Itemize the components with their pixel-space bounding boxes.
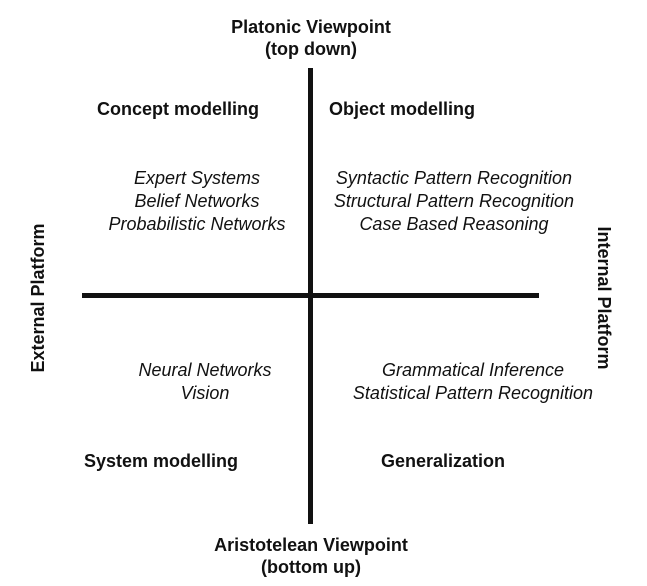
quadrant-title-generalization: Generalization bbox=[381, 451, 506, 471]
bottom-axis-title-line1: Aristotelean Viewpoint bbox=[214, 535, 408, 555]
topic-item: Case Based Reasoning bbox=[359, 214, 549, 234]
quadrant-topics-bottom-left: Neural Networks Vision bbox=[110, 359, 300, 405]
topic-item: Belief Networks bbox=[134, 191, 260, 211]
topic-item: Probabilistic Networks bbox=[108, 214, 286, 234]
horizontal-axis-line bbox=[82, 293, 539, 298]
top-axis-title: Platonic Viewpoint (top down) bbox=[211, 16, 411, 60]
left-axis-label: External Platform bbox=[28, 223, 48, 373]
topic-item: Vision bbox=[180, 383, 230, 403]
right-axis-label: Internal Platform bbox=[594, 226, 614, 370]
topic-item: Statistical Pattern Recognition bbox=[352, 383, 594, 403]
bottom-axis-title-line2: (bottom up) bbox=[261, 557, 361, 577]
quadrant-title-system-modelling: System modelling bbox=[84, 451, 239, 471]
quadrant-topics-bottom-right: Grammatical Inference Statistical Patter… bbox=[333, 359, 613, 405]
top-axis-title-line1: Platonic Viewpoint bbox=[231, 17, 391, 37]
bottom-axis-title: Aristotelean Viewpoint (bottom up) bbox=[191, 534, 431, 578]
quadrant-title-object-modelling: Object modelling bbox=[329, 99, 476, 119]
topic-item: Structural Pattern Recognition bbox=[333, 191, 575, 211]
quadrant-topics-top-right: Syntactic Pattern Recognition Structural… bbox=[314, 167, 594, 236]
quadrant-title-concept-modelling: Concept modelling bbox=[97, 99, 259, 119]
topic-item: Expert Systems bbox=[133, 168, 261, 188]
top-axis-title-line2: (top down) bbox=[265, 39, 357, 59]
quadrant-topics-top-left: Expert Systems Belief Networks Probabili… bbox=[92, 167, 302, 236]
topic-item: Neural Networks bbox=[138, 360, 272, 380]
topic-item: Grammatical Inference bbox=[381, 360, 565, 380]
topic-item: Syntactic Pattern Recognition bbox=[335, 168, 573, 188]
